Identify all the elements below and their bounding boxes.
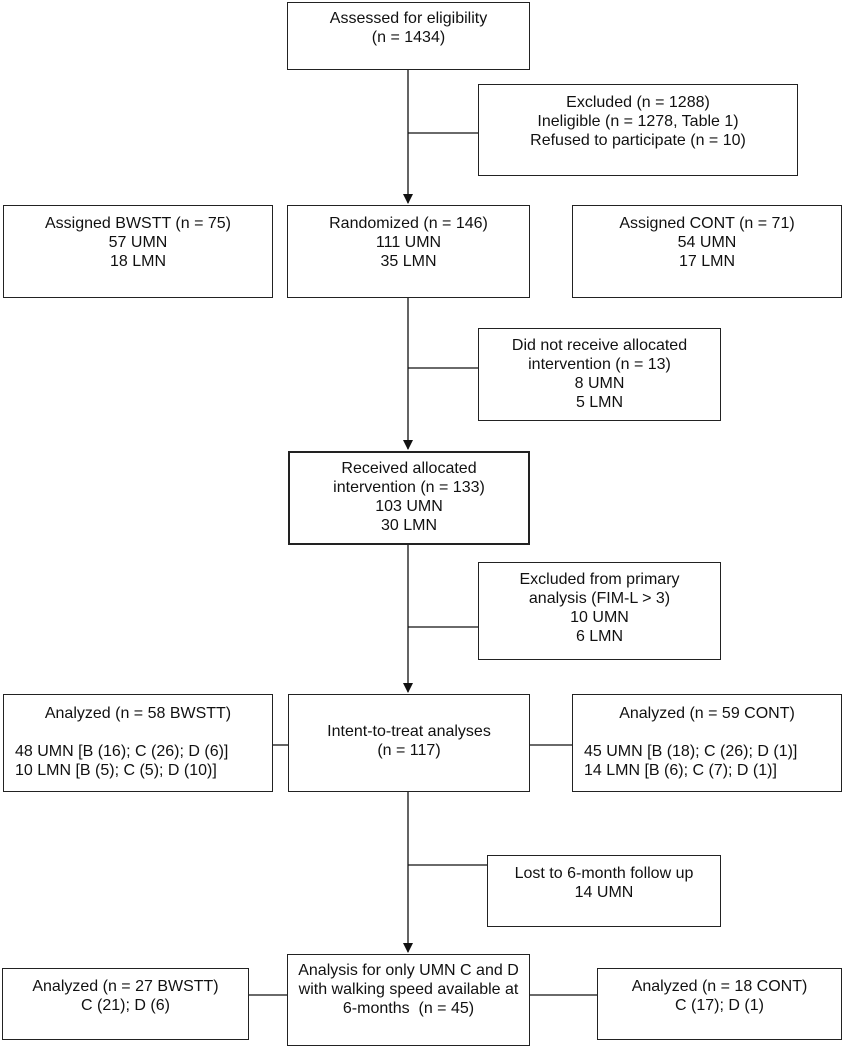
randomized-line-2: 111 UMN [375, 234, 442, 251]
analyzed-cont-box: Analyzed (n = 59 CONT) 45 UMN [B (18); C… [572, 694, 842, 792]
analyzed-bwstt-spacer [4, 723, 272, 742]
received-line-1: Received allocated [341, 460, 477, 477]
did-not-receive-box: Did not receive allocated intervention (… [478, 328, 721, 421]
excluded-line-1: Excluded (n = 1288) [566, 94, 710, 111]
received-line-3: 103 UMN [375, 498, 443, 515]
itt-line-1: Intent-to-treat analyses [327, 723, 491, 740]
analyzed-cont-6mo-line-2: C (17); D (1) [675, 997, 764, 1014]
randomized-box: Randomized (n = 146) 111 UMN 35 LMN [287, 205, 530, 298]
analysis-umn-cd-line-3: 6-months (n = 45) [342, 1000, 475, 1017]
excluded-primary-line-2: analysis (FIM-L > 3) [528, 590, 671, 607]
did-not-receive-line-2: intervention (n = 13) [528, 356, 671, 373]
analyzed-cont-title: Analyzed (n = 59 CONT) [619, 705, 795, 722]
analyzed-cont-6mo-box: Analyzed (n = 18 CONT) C (17); D (1) [597, 968, 842, 1040]
assessed-line-1: Assessed for eligibility [329, 10, 488, 27]
assigned-cont-line-2: 54 UMN [677, 234, 737, 251]
analyzed-bwstt-title: Analyzed (n = 58 BWSTT) [44, 705, 232, 722]
excluded-line-2: Ineligible (n = 1278, Table 1) [537, 113, 739, 130]
itt-line-2: (n = 117) [377, 742, 441, 759]
excluded-primary-box: Excluded from primary analysis (FIM-L > … [478, 562, 721, 660]
analyzed-bwstt-box: Analyzed (n = 58 BWSTT) 48 UMN [B (16); … [3, 694, 273, 792]
received-box: Received allocated intervention (n = 133… [288, 451, 530, 545]
excluded-primary-line-1: Excluded from primary [519, 571, 680, 588]
assigned-cont-line-3: 17 LMN [678, 253, 736, 270]
assigned-bwstt-line-3: 18 LMN [109, 253, 167, 270]
itt-box: Intent-to-treat analyses (n = 117) [288, 694, 530, 792]
analyzed-cont-line-1: 45 UMN [B (18); C (26); D (1)] [584, 743, 798, 760]
received-line-4: 30 LMN [380, 517, 438, 534]
did-not-receive-line-3: 8 UMN [574, 375, 625, 392]
analyzed-bwstt-line-1: 48 UMN [B (16); C (26); D (6)] [15, 743, 229, 760]
did-not-receive-line-1: Did not receive allocated [511, 337, 688, 354]
assigned-cont-line-1: Assigned CONT (n = 71) [619, 215, 795, 232]
lost-followup-box: Lost to 6-month follow up 14 UMN [487, 855, 721, 927]
assessed-line-2: (n = 1434) [371, 29, 446, 46]
excluded-primary-line-3: 10 UMN [570, 609, 629, 626]
analyzed-bwstt-6mo-box: Analyzed (n = 27 BWSTT) C (21); D (6) [2, 968, 249, 1040]
did-not-receive-line-4: 5 LMN [575, 394, 624, 411]
randomized-line-3: 35 LMN [380, 253, 437, 270]
assigned-bwstt-line-2: 57 UMN [108, 234, 168, 251]
analyzed-bwstt-line-2: 10 LMN [B (5); C (5); D (10)] [15, 762, 217, 779]
excluded-line-3: Refused to participate (n = 10) [530, 132, 746, 149]
received-line-2: intervention (n = 133) [333, 479, 485, 496]
lost-followup-line-1: Lost to 6-month follow up [514, 865, 694, 882]
analyzed-cont-spacer [573, 723, 841, 742]
assessed-box: Assessed for eligibility (n = 1434) [287, 2, 530, 70]
analysis-umn-cd-box: Analysis for only UMN C and D with walki… [287, 954, 530, 1046]
randomized-line-1: Randomized (n = 146) [329, 215, 488, 232]
analysis-umn-cd-line-2: with walking speed available at [298, 981, 519, 998]
excluded-box: Excluded (n = 1288) Ineligible (n = 1278… [478, 84, 798, 176]
assigned-bwstt-line-1: Assigned BWSTT (n = 75) [45, 215, 231, 232]
excluded-primary-line-4: 6 LMN [575, 628, 624, 645]
assigned-cont-box: Assigned CONT (n = 71) 54 UMN 17 LMN [572, 205, 842, 298]
lost-followup-line-2: 14 UMN [574, 884, 634, 901]
analyzed-bwstt-6mo-line-2: C (21); D (6) [81, 997, 170, 1014]
assigned-bwstt-box: Assigned BWSTT (n = 75) 57 UMN 18 LMN [3, 205, 273, 298]
analyzed-bwstt-6mo-line-1: Analyzed (n = 27 BWSTT) [32, 978, 219, 995]
analyzed-cont-line-2: 14 LMN [B (6); C (7); D (1)] [584, 762, 777, 779]
analyzed-cont-6mo-line-1: Analyzed (n = 18 CONT) [631, 978, 808, 995]
analysis-umn-cd-line-1: Analysis for only UMN C and D [298, 962, 519, 979]
